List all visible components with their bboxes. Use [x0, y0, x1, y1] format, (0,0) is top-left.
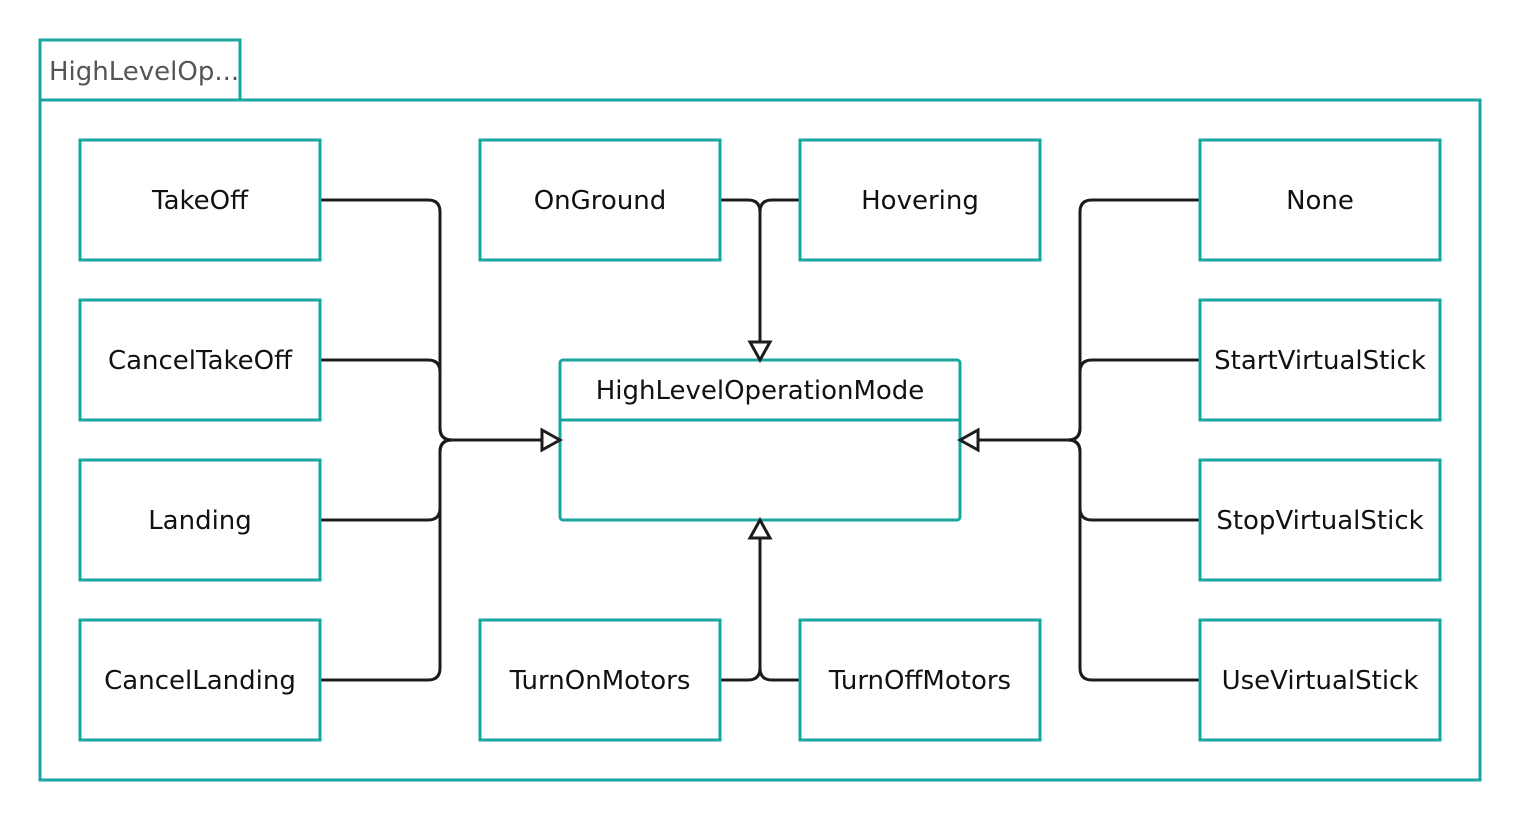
- node-turn-on-motors[interactable]: TurnOnMotors: [478, 618, 722, 742]
- node-on-ground[interactable]: OnGround: [478, 138, 722, 262]
- node-cancel-takeoff-box: [78, 298, 322, 422]
- edge-on-ground: [720, 198, 762, 348]
- central-class-name: HighLevelOperationMode: [596, 376, 925, 406]
- package-frame: HighLevelOp...: [38, 38, 1482, 782]
- node-takeoff-box: [78, 138, 322, 262]
- node-none-box: [1198, 138, 1442, 262]
- edge-turn-off-motors: [758, 667, 800, 682]
- node-hovering-label: Hovering: [861, 186, 979, 216]
- node-landing-box: [78, 458, 322, 582]
- arrowhead-top: [747, 340, 773, 364]
- node-start-virtual-stick[interactable]: StartVirtualStick: [1198, 298, 1442, 422]
- node-cancel-takeoff-label: CancelTakeOff: [108, 346, 293, 376]
- package-tab: [38, 38, 242, 102]
- node-landing-label: Landing: [148, 506, 252, 536]
- node-takeoff-label: TakeOff: [151, 186, 249, 216]
- node-none[interactable]: None: [1198, 138, 1442, 262]
- node-turn-off-motors[interactable]: TurnOffMotors: [798, 618, 1042, 742]
- node-hovering[interactable]: Hovering: [798, 138, 1042, 262]
- node-cancel-landing[interactable]: CancelLanding: [78, 618, 322, 742]
- edge-landing: [320, 438, 453, 522]
- edge-use-virtual-stick: [1067, 438, 1200, 682]
- edge-hovering: [758, 198, 800, 213]
- arrowhead-bottom: [747, 516, 773, 540]
- node-none-label: None: [1286, 186, 1354, 216]
- central-class[interactable]: HighLevelOperationMode: [558, 358, 962, 522]
- node-turn-on-motors-box: [478, 618, 722, 742]
- node-cancel-takeoff[interactable]: CancelTakeOff: [78, 298, 322, 422]
- node-stop-virtual-stick-label: StopVirtualStick: [1216, 506, 1423, 536]
- node-on-ground-label: OnGround: [534, 186, 667, 216]
- node-stop-virtual-stick-box: [1198, 458, 1442, 582]
- node-on-ground-box: [478, 138, 722, 262]
- node-start-virtual-stick-box: [1198, 298, 1442, 422]
- node-stop-virtual-stick[interactable]: StopVirtualStick: [1198, 458, 1442, 582]
- edges: [320, 198, 1200, 682]
- edge-start-virtual-stick: [1067, 358, 1200, 442]
- node-cancel-landing-box: [78, 618, 322, 742]
- package-label: HighLevelOp...: [49, 57, 239, 87]
- arrowheads: [540, 340, 980, 540]
- arrowhead-left: [540, 427, 564, 453]
- node-turn-off-motors-box: [798, 618, 1042, 742]
- node-turn-on-motors-label: TurnOnMotors: [509, 666, 691, 696]
- package-body: [38, 98, 1482, 782]
- node-use-virtual-stick-box: [1198, 618, 1442, 742]
- node-start-virtual-stick-label: StartVirtualStick: [1214, 346, 1426, 376]
- edge-turn-on-motors: [720, 532, 762, 682]
- node-cancel-landing-label: CancelLanding: [104, 666, 296, 696]
- edge-cancel-landing: [320, 438, 453, 682]
- node-hovering-box: [798, 138, 1042, 262]
- node-takeoff[interactable]: TakeOff: [78, 138, 322, 262]
- node-use-virtual-stick[interactable]: UseVirtualStick: [1198, 618, 1442, 742]
- edge-cancel-takeoff: [320, 358, 453, 442]
- edge-stop-virtual-stick: [1067, 438, 1200, 522]
- node-landing[interactable]: Landing: [78, 458, 322, 582]
- node-use-virtual-stick-label: UseVirtualStick: [1222, 666, 1419, 696]
- arrowhead-right: [956, 427, 980, 453]
- node-turn-off-motors-label: TurnOffMotors: [828, 666, 1011, 696]
